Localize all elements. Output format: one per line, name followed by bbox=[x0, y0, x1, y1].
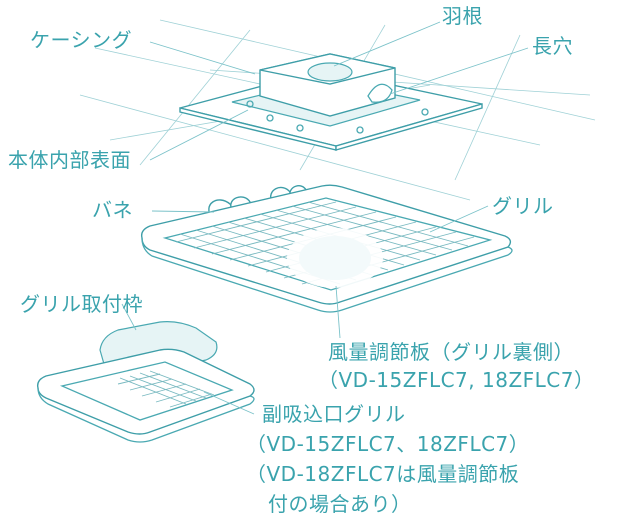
slot-shape bbox=[367, 83, 393, 103]
casing-unit bbox=[179, 53, 483, 151]
leader-lines bbox=[121, 21, 529, 415]
grille-unit bbox=[140, 184, 513, 313]
sub-grille-mesh bbox=[117, 370, 215, 408]
label-blade: 羽根 bbox=[442, 4, 483, 28]
label-sub-inlet-grille: 副吸込口グリル bbox=[262, 402, 406, 426]
label-slot: 長穴 bbox=[532, 34, 573, 58]
label-sub-inlet-note-line1: （VD-18ZFLC7は風量調節板 bbox=[246, 462, 520, 486]
label-grille-mount-frame: グリル取付枠 bbox=[20, 292, 143, 316]
label-sub-inlet-note-line2: 付の場合あり） bbox=[268, 492, 412, 516]
label-sub-inlet-models: （VD-15ZFLC7、18ZFLC7） bbox=[246, 432, 530, 456]
label-body-inner-surface: 本体内部表面 bbox=[8, 148, 131, 172]
label-air-volume-plate-models: （VD-15ZFLC7, 18ZFLC7） bbox=[318, 368, 595, 392]
label-casing: ケーシング bbox=[30, 28, 133, 52]
blade-shape bbox=[307, 62, 353, 82]
label-spring: バネ bbox=[92, 198, 133, 222]
label-grille: グリル bbox=[492, 194, 554, 218]
label-air-volume-plate: 風量調節板（グリル裏側） bbox=[328, 340, 574, 364]
sub-inlet-grille-unit bbox=[36, 321, 255, 443]
